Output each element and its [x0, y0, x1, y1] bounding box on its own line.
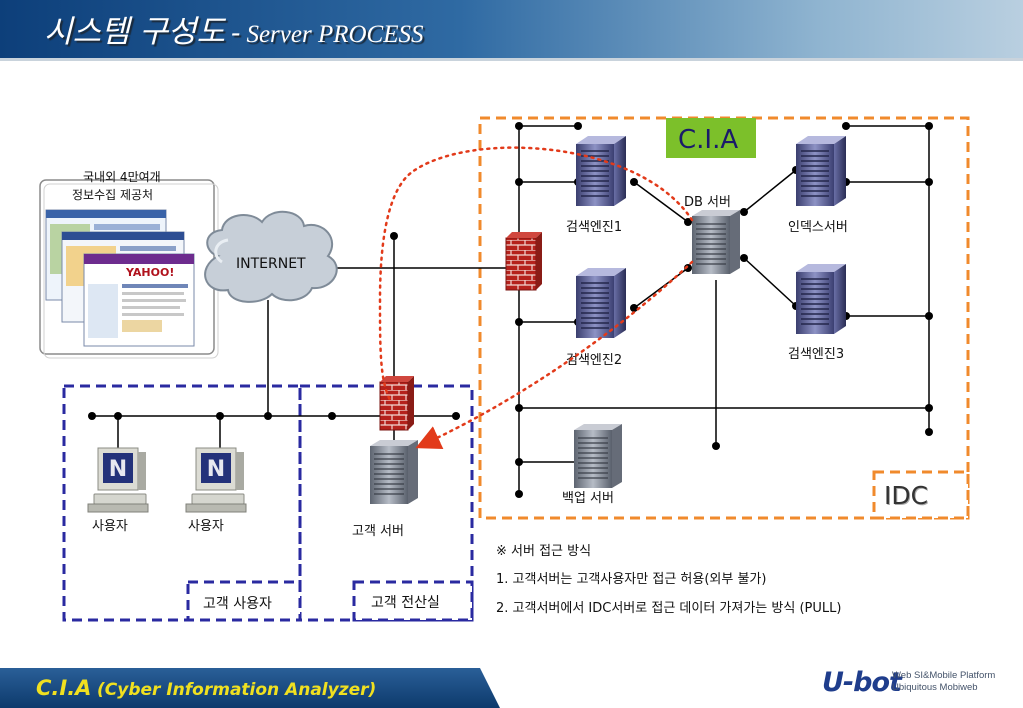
customer-it-label: 고객 전산실 — [371, 595, 440, 611]
svg-text:YAHOO!: YAHOO! — [125, 266, 174, 279]
title-subtitle: Server PROCESS — [246, 21, 424, 48]
backup-server — [573, 423, 623, 489]
notes-item1: 1. 고객서버는 고객사용자만 접근 허용(외부 불가) — [496, 572, 766, 587]
db-server — [691, 209, 741, 275]
db-server-label: DB 서버 — [684, 195, 731, 210]
internet-label: INTERNET — [236, 256, 306, 272]
idc-label: IDC — [884, 481, 928, 510]
pull-flow-arrow-return — [415, 260, 694, 449]
search-engine1-server — [575, 135, 627, 207]
footer-tagline: (Cyber Information Analyzer) — [97, 680, 377, 700]
search-engine2-label: 검색엔진2 — [566, 353, 622, 368]
cia-label: C.I.A — [678, 125, 738, 155]
title-main: 시스템 구성도 — [44, 14, 225, 50]
header-divider — [0, 58, 1023, 61]
ubot-logo-subtitle: Web SI&Mobile Platform Ubiquitous Mobiwe… — [892, 670, 995, 694]
logo-sub-line1: Web SI&Mobile Platform — [892, 670, 996, 681]
index-server — [795, 135, 847, 207]
firewall-customer — [379, 381, 409, 431]
search-engine1-label: 검색엔진1 — [566, 220, 622, 235]
customer-user-label-box — [186, 580, 302, 622]
user1-label: 사용자 — [92, 519, 128, 534]
customer-it-label-box — [352, 580, 474, 622]
footer-brand: C.I.A (Cyber Information Analyzer) — [36, 676, 376, 700]
source-label-line2: 정보수집 제공처 — [72, 188, 153, 202]
notes-item2: 2. 고객서버에서 IDC서버로 접근 데이터 가져가는 방식 (PULL) — [496, 601, 841, 616]
footer-bar — [0, 668, 500, 708]
footer-brand-name: C.I.A — [36, 676, 92, 700]
customer-server — [369, 439, 419, 505]
pull-flow-arrow — [378, 146, 694, 402]
logo-sub-line2: Ubiquitous Mobiweb — [892, 682, 978, 693]
cia-label-box — [666, 118, 756, 158]
index-server-label: 인덱스서버 — [788, 220, 848, 235]
user1-pc — [87, 447, 149, 513]
backup-server-label: 백업 서버 — [562, 491, 614, 506]
user2-pc — [185, 447, 247, 513]
page-title: 시스템 구성도-Server PROCESS — [44, 6, 424, 51]
ubot-logo: U-bot — [822, 667, 902, 698]
firewall-idc — [505, 237, 537, 291]
customer-server-label: 고객 서버 — [352, 524, 404, 539]
search-engine3-label: 검색엔진3 — [788, 347, 844, 362]
customer-user-label: 고객 사용자 — [203, 596, 272, 612]
idc-label-box — [872, 470, 970, 520]
notes-title: ※ 서버 접근 방식 — [496, 544, 591, 559]
search-engine2-server — [575, 267, 627, 339]
idc-zone — [478, 116, 970, 520]
header-bar — [0, 0, 1023, 58]
source-websites: YAHOO! — [39, 179, 219, 359]
search-engine3-server — [795, 263, 847, 335]
source-label-line1: 국내외 4만여개 — [83, 170, 161, 184]
user2-label: 사용자 — [188, 519, 224, 534]
title-dash: - — [230, 16, 241, 49]
internet-cloud — [204, 210, 338, 303]
